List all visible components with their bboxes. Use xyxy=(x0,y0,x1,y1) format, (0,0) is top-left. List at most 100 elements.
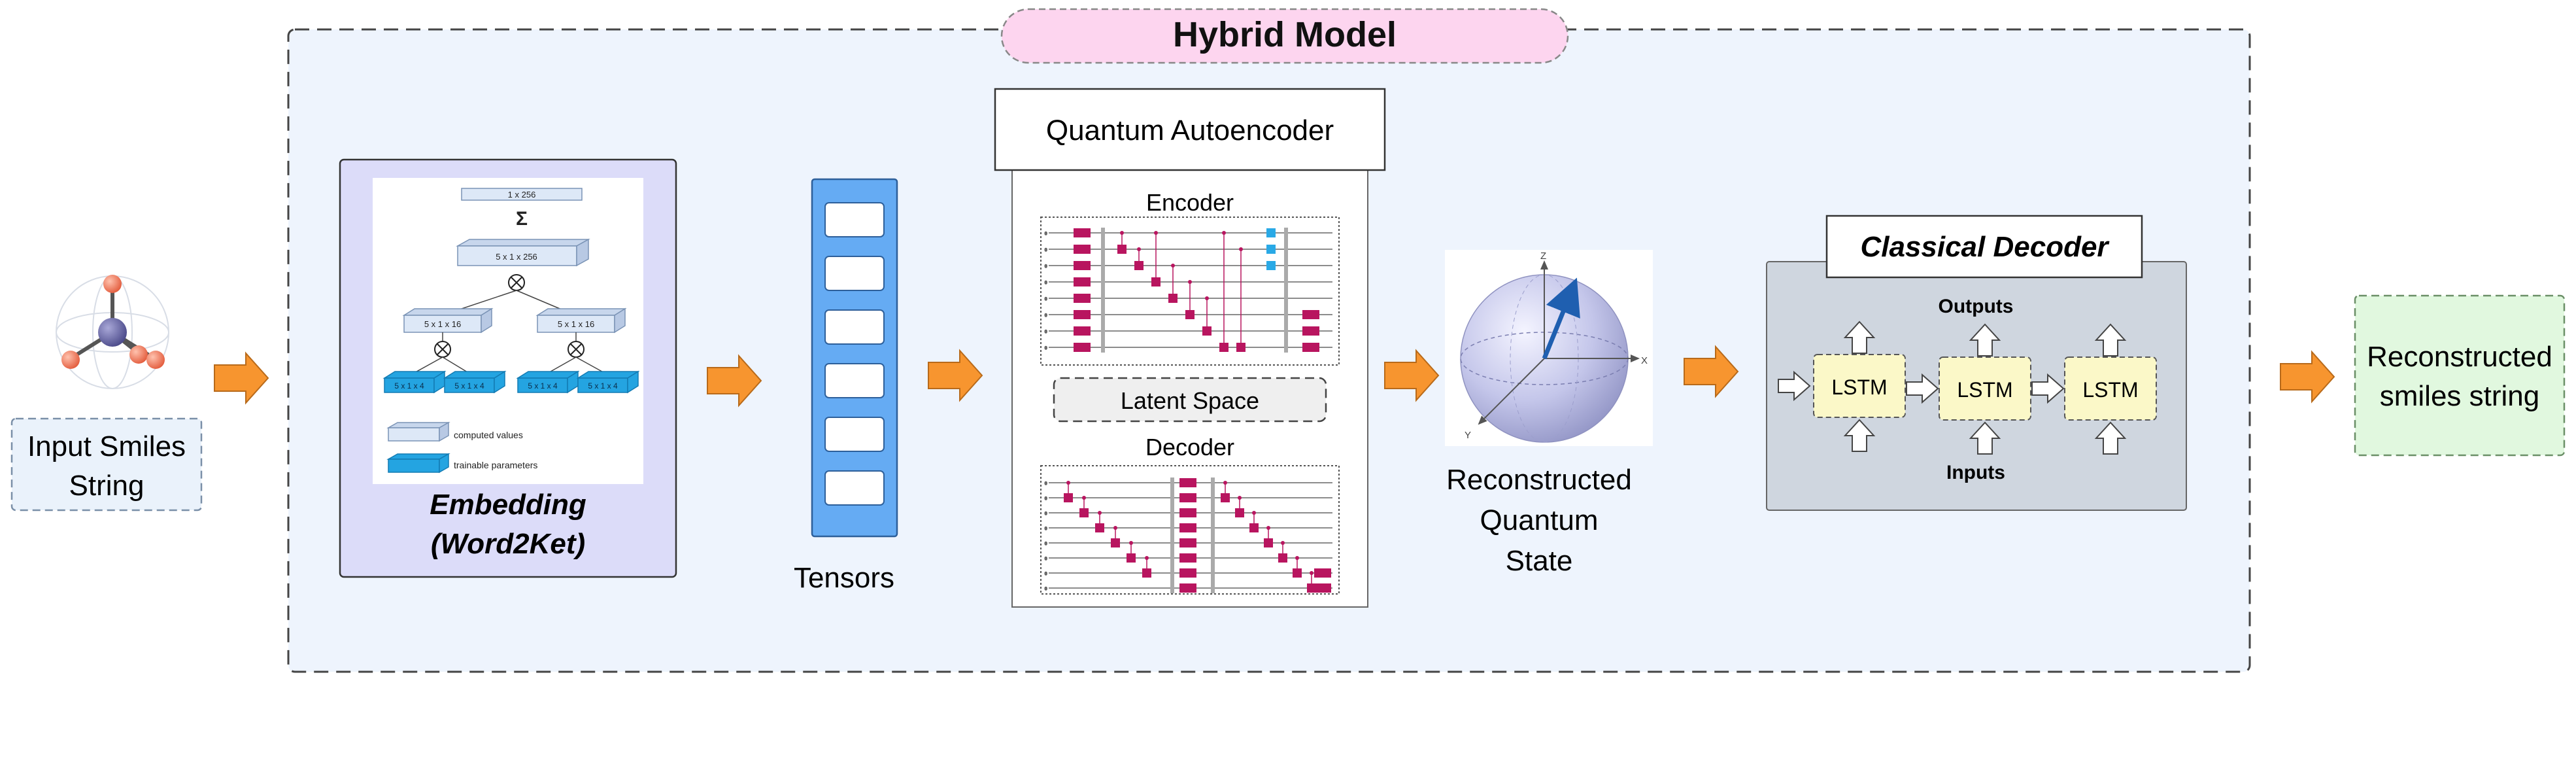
input-smiles-box xyxy=(10,417,203,512)
barrier xyxy=(1170,477,1174,593)
gate xyxy=(1314,583,1331,593)
svg-text:LSTM: LSTM xyxy=(2082,378,2138,402)
gate xyxy=(1293,568,1302,578)
gate xyxy=(1314,568,1331,578)
arrow-icon xyxy=(1384,349,1440,402)
gate xyxy=(1074,326,1091,336)
arrow-icon xyxy=(1684,345,1739,398)
gate xyxy=(1235,508,1244,517)
gate xyxy=(1127,553,1136,563)
tensor-cell xyxy=(824,470,885,506)
outputs-label: Outputs xyxy=(1939,296,2014,317)
svg-text:1 x 256: 1 x 256 xyxy=(508,190,536,200)
embedding-label-line1: Embedding xyxy=(430,489,586,521)
gate xyxy=(1142,568,1151,578)
gate xyxy=(1074,277,1091,286)
gate xyxy=(1095,523,1104,532)
gate xyxy=(1302,310,1319,319)
input-arrow-icon xyxy=(1778,370,1811,402)
svg-text:0: 0 xyxy=(1045,512,1047,516)
quantum-autoencoder-title-box xyxy=(994,88,1386,171)
svg-text:0: 0 xyxy=(1045,497,1047,501)
lstm-cell: LSTM xyxy=(1939,356,2031,421)
decoder-label: Decoder xyxy=(1145,434,1234,460)
gate xyxy=(1185,310,1195,319)
output-label-line2: smiles string xyxy=(2380,380,2540,412)
gate xyxy=(1151,277,1161,286)
barrier xyxy=(1211,477,1215,593)
gate xyxy=(1221,493,1230,502)
tensor-cells xyxy=(824,202,885,506)
svg-text:0: 0 xyxy=(1045,314,1047,318)
svg-text:0: 0 xyxy=(1045,330,1047,334)
hybrid-model-title-pill xyxy=(1000,8,1569,64)
molecule-icon xyxy=(56,275,169,389)
gate xyxy=(1179,523,1196,532)
output-arrow-icon xyxy=(2094,323,2127,356)
recurrent-arrow-icon xyxy=(1906,373,1939,404)
svg-text:Z: Z xyxy=(1540,251,1546,262)
gate xyxy=(1302,326,1319,336)
tensor-cell xyxy=(824,417,885,452)
quantum-autoencoder-title: Quantum Autoencoder xyxy=(1046,114,1334,147)
gate xyxy=(1074,228,1091,237)
bloch-sphere-icon: Z X Y xyxy=(1460,251,1648,443)
gate xyxy=(1264,538,1273,547)
gate xyxy=(1302,343,1319,352)
latent-space-box xyxy=(1053,377,1327,423)
gate xyxy=(1236,343,1246,352)
gate xyxy=(1074,294,1091,303)
input-arrow-icon xyxy=(1843,419,1876,452)
classical-decoder-title: Classical Decoder xyxy=(1860,231,2110,263)
gate xyxy=(1117,245,1127,254)
gate xyxy=(1079,508,1089,517)
output-label-line1: Reconstructed xyxy=(2367,341,2552,373)
svg-text:5 x 1 x 16: 5 x 1 x 16 xyxy=(558,319,594,329)
encoder-label: Encoder xyxy=(1146,189,1234,216)
gate xyxy=(1179,538,1196,547)
gate xyxy=(1249,523,1259,532)
svg-text:5 x 1 x 4: 5 x 1 x 4 xyxy=(454,381,484,391)
svg-text:5 x 1 x 256: 5 x 1 x 256 xyxy=(496,252,537,262)
gate xyxy=(1179,478,1196,487)
lstm-cell: LSTM xyxy=(2064,356,2157,421)
inputs-label: Inputs xyxy=(1946,462,2005,483)
input-arrow-icon xyxy=(2094,421,2127,455)
measure-gate xyxy=(1266,228,1276,237)
gate xyxy=(1219,343,1229,352)
gate xyxy=(1074,245,1091,254)
svg-text:5 x 1 x 4: 5 x 1 x 4 xyxy=(394,381,424,391)
tensors-label: Tensors xyxy=(794,562,894,594)
gate xyxy=(1179,508,1196,517)
measure-gate xyxy=(1266,245,1276,254)
svg-text:0: 0 xyxy=(1045,232,1047,236)
embedding-label-line2: (Word2Ket) xyxy=(431,528,585,560)
svg-text:0: 0 xyxy=(1045,347,1047,351)
gate xyxy=(1179,583,1196,593)
gate xyxy=(1179,493,1196,502)
barrier xyxy=(1284,228,1288,353)
gate xyxy=(1134,261,1144,270)
lstm-cell: LSTM xyxy=(1813,354,1906,418)
svg-text:computed values: computed values xyxy=(454,430,523,440)
svg-text:0: 0 xyxy=(1045,249,1047,252)
tensor-cell xyxy=(824,256,885,291)
classical-decoder-title-box xyxy=(1825,215,2143,279)
svg-text:0: 0 xyxy=(1045,482,1047,486)
svg-text:5 x 1 x 16: 5 x 1 x 16 xyxy=(424,319,461,329)
gate xyxy=(1202,326,1212,336)
svg-text:5 x 1 x 4: 5 x 1 x 4 xyxy=(528,381,558,391)
tensor-cell xyxy=(824,363,885,398)
svg-text:LSTM: LSTM xyxy=(1957,378,2012,402)
barrier xyxy=(1101,228,1105,353)
bloch-label-line2: Quantum xyxy=(1480,504,1599,536)
output-smiles-box xyxy=(2354,294,2566,457)
bloch-label-line1: Reconstructed xyxy=(1446,464,1632,496)
svg-text:5 x 1 x 4: 5 x 1 x 4 xyxy=(588,381,618,391)
gate xyxy=(1064,493,1073,502)
svg-text:0: 0 xyxy=(1045,557,1047,561)
gate xyxy=(1074,261,1091,270)
